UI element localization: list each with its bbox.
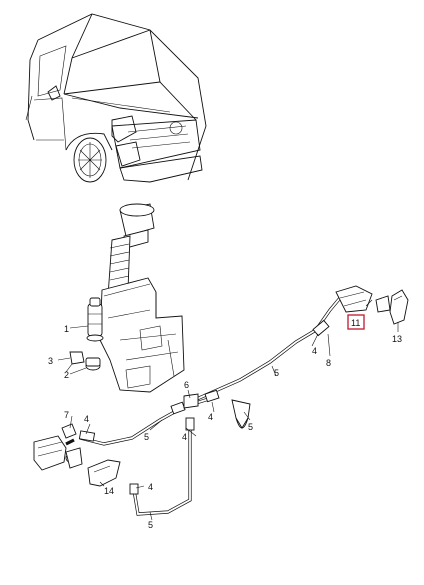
right-nozzle-cover <box>389 289 409 325</box>
callout-11-box <box>347 314 365 330</box>
callout-8: 8 <box>326 358 331 368</box>
hose-couplings <box>78 319 330 495</box>
callout-5b: 5 <box>274 368 279 378</box>
callout-5c: 5 <box>248 422 253 432</box>
callout-4c: 4 <box>312 346 317 356</box>
hose-clip <box>231 399 251 429</box>
callout-11: 11 <box>351 318 360 328</box>
callout-4e: 4 <box>148 482 153 492</box>
left-nozzle-cover <box>87 459 121 487</box>
washer-reservoir <box>99 203 185 393</box>
callout-4a: 4 <box>84 414 89 424</box>
callout-14: 14 <box>104 486 114 496</box>
callout-3: 3 <box>48 356 53 366</box>
grommet <box>85 357 101 371</box>
callout-5d: 5 <box>148 520 153 530</box>
t-piece <box>183 393 199 409</box>
vehicle-illustration <box>25 13 207 183</box>
leader-lines <box>57 299 399 521</box>
callout-1: 1 <box>64 324 69 334</box>
callout-4b: 4 <box>208 412 213 422</box>
callout-labels: 1 2 3 4 4 4 4 4 5 5 5 5 6 7 8 11 13 14 <box>48 314 402 530</box>
left-washer-nozzle <box>33 423 83 471</box>
right-washer-nozzle <box>335 285 391 313</box>
callout-4d: 4 <box>182 432 187 442</box>
callout-2: 2 <box>64 370 69 380</box>
callout-5a: 5 <box>144 432 149 442</box>
hose-connector <box>65 351 85 373</box>
callout-6: 6 <box>184 380 189 390</box>
washer-pump <box>86 297 104 342</box>
callout-7: 7 <box>64 410 69 420</box>
callout-13: 13 <box>392 334 402 344</box>
